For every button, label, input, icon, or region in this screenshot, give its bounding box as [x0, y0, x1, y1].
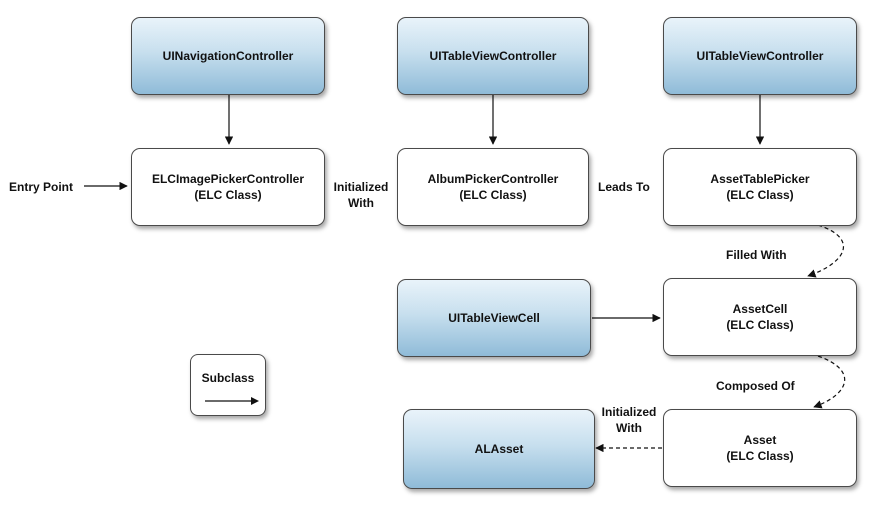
node-uinavigationcontroller: UINavigationController — [131, 17, 325, 95]
node-albumpickercontroller-name: AlbumPickerController — [427, 172, 559, 186]
label-initialized-with-2: Initialized With — [598, 404, 660, 436]
node-asset-name: Asset — [743, 433, 777, 447]
label-initialized-with-2-line1: Initialized — [601, 405, 657, 419]
label-filled-with: Filled With — [726, 248, 787, 262]
label-composed-of: Composed Of — [716, 379, 795, 393]
filled-with-arrow — [807, 224, 845, 278]
label-initialized-with-1-line1: Initialized — [333, 180, 389, 194]
legend-box: Subclass — [190, 354, 266, 416]
node-asset: Asset (ELC Class) — [663, 409, 857, 487]
label-initialized-with-1: Initialized With — [330, 179, 392, 211]
node-elcimagepickercontroller: ELCImagePickerController (ELC Class) — [131, 148, 325, 226]
node-uitableviewcell-text: UITableViewCell — [448, 311, 540, 325]
node-elcimagepickercontroller-name: ELCImagePickerController — [151, 172, 305, 186]
label-initialized-with-2-line2: With — [616, 421, 642, 435]
node-albumpickercontroller: AlbumPickerController (ELC Class) — [397, 148, 589, 226]
node-uinavigationcontroller-text: UINavigationController — [162, 49, 294, 63]
node-elcimagepickercontroller-class: (ELC Class) — [194, 188, 262, 202]
composed-of-arrow — [813, 355, 846, 409]
node-assetcell-class: (ELC Class) — [726, 318, 794, 332]
node-assettablepicker-name: AssetTablePicker — [710, 172, 810, 186]
label-leads-to: Leads To — [598, 180, 650, 194]
node-uitableviewcontroller-2-text: UITableViewController — [696, 49, 824, 63]
node-assetcell-name: AssetCell — [732, 302, 788, 316]
node-uitableviewcontroller-2: UITableViewController — [663, 17, 857, 95]
label-entry-point: Entry Point — [9, 180, 74, 194]
node-assettablepicker-class: (ELC Class) — [726, 188, 794, 202]
node-asset-class: (ELC Class) — [726, 449, 794, 463]
node-uitableviewcell: UITableViewCell — [397, 279, 591, 357]
label-initialized-with-1-line2: With — [348, 196, 374, 210]
node-uitableviewcontroller-1: UITableViewController — [397, 17, 589, 95]
node-assettablepicker: AssetTablePicker (ELC Class) — [663, 148, 857, 226]
node-uitableviewcontroller-1-text: UITableViewController — [429, 49, 557, 63]
legend-arrow-icon — [205, 397, 259, 405]
node-alasset-text: ALAsset — [474, 442, 524, 456]
node-assetcell: AssetCell (ELC Class) — [663, 278, 857, 356]
node-albumpickercontroller-class: (ELC Class) — [459, 188, 527, 202]
node-alasset: ALAsset — [403, 409, 595, 489]
legend-subclass-label: Subclass — [201, 371, 255, 385]
